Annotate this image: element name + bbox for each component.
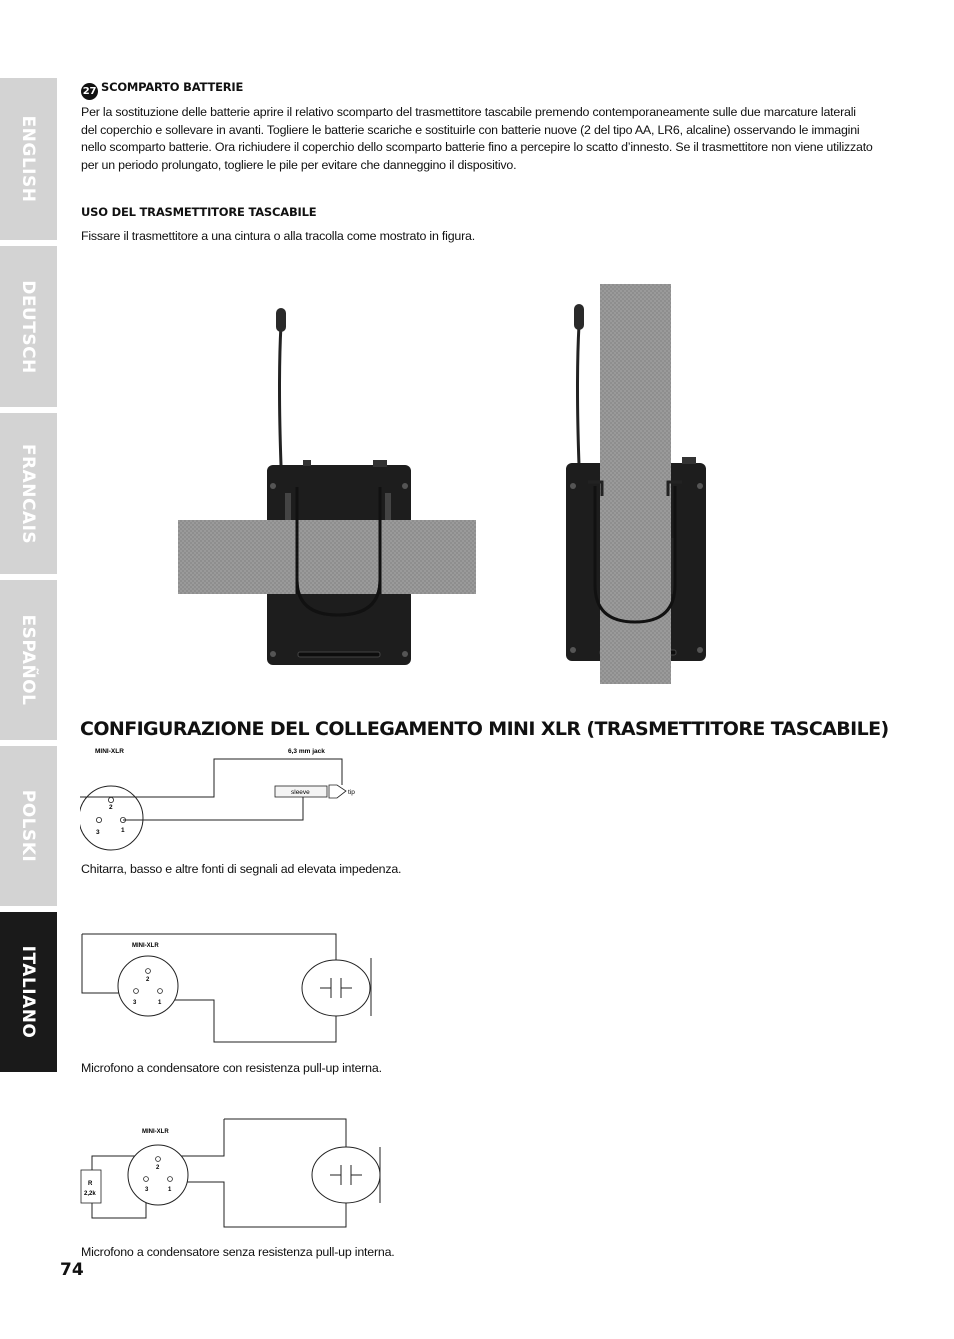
wiring-diagram-pullup: MINI-XLR 2 3 1: [81, 933, 372, 1043]
lang-tab-label: ENGLISH: [18, 115, 38, 203]
sleeve-label: sleeve: [291, 789, 310, 796]
step-badge: 27: [81, 83, 98, 100]
battery-line: nello scomparto batterie. Ora richiudere…: [81, 140, 873, 154]
resistor-value-label: 2,2k: [84, 1191, 96, 1197]
tip-label: tip: [348, 789, 355, 796]
lang-tab-english[interactable]: ENGLISH: [0, 78, 57, 240]
mini-xlr-label: MINI-XLR: [132, 943, 159, 949]
battery-line: Per la sostituzione delle batterie aprir…: [81, 105, 856, 119]
usage-heading: USO DEL TRASMETTITORE TASCABILE: [81, 205, 317, 219]
transmitter-illustration: [178, 284, 706, 684]
pin-1-label: 1: [158, 1000, 162, 1006]
lang-tab-label: POLSKI: [18, 789, 38, 863]
battery-heading-text: SCOMPARTO BATTERIE: [101, 80, 244, 94]
page-number: 74: [60, 1260, 84, 1280]
lang-tab-espanol[interactable]: ESPAÑOL: [0, 580, 57, 740]
battery-paragraph: Per la sostituzione delle batterie aprir…: [81, 104, 881, 174]
lang-tab-label: DEUTSCH: [18, 279, 38, 374]
jack-label: 6,3 mm jack: [288, 748, 325, 755]
lang-tab-polski[interactable]: POLSKI: [0, 746, 57, 906]
pin-1-label: 1: [168, 1187, 172, 1193]
wiring-diagram-jack: MINI-XLR 6,3 mm jack 2 3 1 sleeve tip: [80, 748, 355, 851]
lang-tab-label: ITALIANO: [18, 945, 38, 1039]
diagram3-caption: Microfono a condensatore senza resistenz…: [81, 1245, 395, 1259]
pin-1-label: 1: [121, 827, 125, 834]
pin-3-label: 3: [145, 1187, 149, 1193]
mini-xlr-label: MINI-XLR: [142, 1129, 169, 1135]
resistor-r-label: R: [88, 1181, 93, 1187]
pin-3-label: 3: [133, 1000, 137, 1006]
transmitter-strap-vertical: [566, 284, 706, 684]
config-title: CONFIGURAZIONE DEL COLLEGAMENTO MINI XLR…: [80, 718, 889, 740]
transmitter-belt-horizontal: [178, 308, 476, 665]
usage-text: Fissare il trasmettitore a una cintura o…: [81, 229, 475, 243]
pin-2-label: 2: [156, 1165, 160, 1171]
battery-line: del coperchio e sollevare in avanti. Tog…: [81, 122, 860, 137]
lang-tab-label: FRANCAIS: [18, 443, 38, 544]
pin-3-label: 3: [96, 829, 100, 836]
lang-tab-italiano[interactable]: ITALIANO: [0, 912, 57, 1072]
wiring-diagram-no-pullup: MINI-XLR 2 3 1 R 2,2k: [80, 1118, 381, 1228]
diagram1-caption: Chitarra, basso e altre fonti di segnali…: [81, 862, 402, 876]
lang-tab-francais[interactable]: FRANCAIS: [0, 413, 57, 574]
diagram2-caption: Microfono a condensatore con resistenza …: [81, 1061, 382, 1075]
battery-line: per un periodo prolungato, togliere le p…: [81, 157, 517, 172]
pin-2-label: 2: [109, 804, 113, 811]
pin-2-label: 2: [146, 977, 150, 983]
lang-tab-deutsch[interactable]: DEUTSCH: [0, 246, 57, 407]
mini-xlr-label: MINI-XLR: [95, 748, 124, 755]
lang-tab-label: ESPAÑOL: [18, 614, 38, 706]
